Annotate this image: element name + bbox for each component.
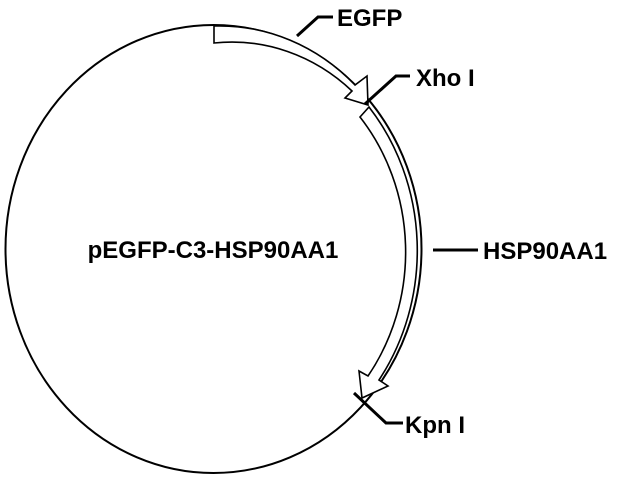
xhoi-site-label: Xho I xyxy=(416,65,475,92)
egfp-leader-line xyxy=(295,15,333,38)
plasmid-backbone xyxy=(4,24,423,474)
kpni-site-label: Kpn I xyxy=(405,412,465,439)
egfp-label: EGFP xyxy=(337,5,402,32)
hsp90aa1-label: HSP90AA1 xyxy=(483,238,607,265)
egfp-feature-arrow xyxy=(213,25,369,107)
hsp90aa1-feature-arrow xyxy=(358,105,419,400)
kpni-leader-line xyxy=(352,391,403,425)
plasmid-name-label: pEGFP-C3-HSP90AA1 xyxy=(88,237,339,264)
xhoi-leader-line xyxy=(363,74,410,106)
